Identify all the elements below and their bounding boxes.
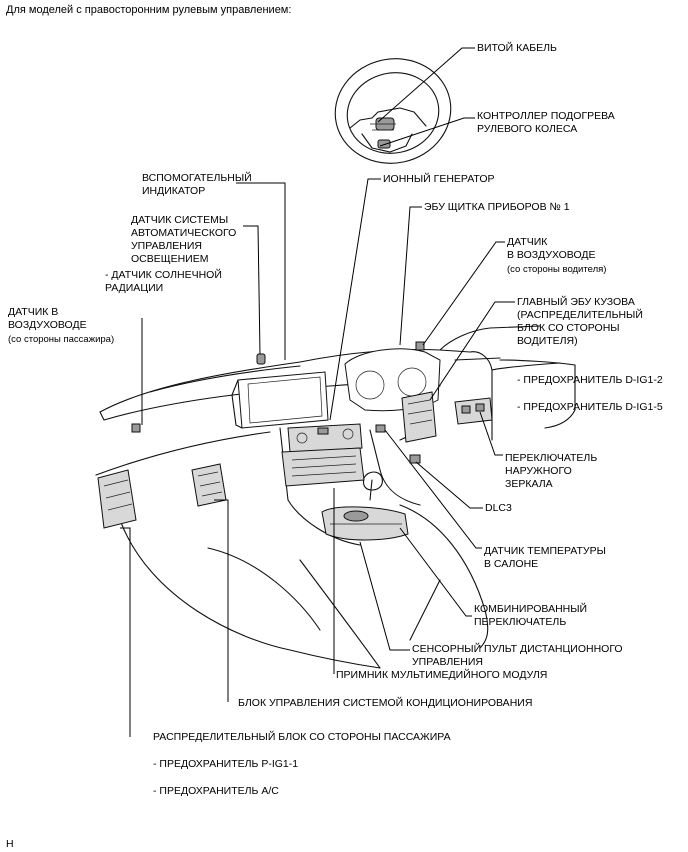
label-spiral-cable: ВИТОЙ КАБЕЛЬ	[477, 42, 557, 54]
passenger-junction-block	[97, 423, 141, 529]
driver-junction-block	[375, 391, 437, 443]
label-ac-control-unit: БЛОК УПРАВЛЕНИЯ СИСТЕМОЙ КОНДИЦИОНИРОВАН…	[238, 697, 533, 709]
label-fuse-dig1-5: - ПРЕДОХРАНИТЕЛЬ D-IG1-5	[517, 401, 663, 413]
label-touch-pad-1: СЕНСОРНЫЙ ПУЛЬТ ДИСТАНЦИОННОГО	[412, 643, 623, 655]
label-heater-controller-2: РУЛЕВОГО КОЛЕСА	[477, 123, 578, 135]
dashboard-body	[95, 325, 576, 669]
label-duct-sensor-driver-1: ДАТЧИК	[507, 236, 548, 248]
label-combination-switch-2: ПЕРЕКЛЮЧАТЕЛЬ	[474, 616, 567, 628]
label-body-ecu-4: ВОДИТЕЛЯ)	[517, 335, 578, 347]
label-fuse-dig1-2: - ПРЕДОХРАНИТЕЛЬ D-IG1-2	[517, 374, 663, 386]
label-body-ecu-1: ГЛАВНЫЙ ЭБУ КУЗОВА	[517, 296, 635, 308]
figure-code: H	[6, 838, 14, 850]
label-body-ecu-2: (РАСПРЕДЕЛИТЕЛЬНЫЙ	[517, 309, 643, 321]
touch-pad-console	[321, 506, 409, 541]
label-duct-sensor-driver-3: (со стороны водителя)	[507, 264, 607, 275]
label-mirror-switch-1: ПЕРЕКЛЮЧАТЕЛЬ	[505, 452, 598, 464]
label-fuse-pig1-1: - ПРЕДОХРАНИТЕЛЬ P-IG1-1	[153, 758, 299, 770]
page-title: Для моделей с правосторонним рулевым упр…	[6, 4, 292, 16]
label-meter-ecu: ЭБУ ЩИТКА ПРИБОРОВ № 1	[424, 201, 570, 213]
label-heater-controller-1: КОНТРОЛЛЕР ПОДОГРЕВА	[477, 110, 615, 122]
steering-wheel	[334, 58, 452, 164]
label-aux-indicator-1: ВСПОМОГАТЕЛЬНЫЙ	[142, 172, 252, 184]
label-solar-sensor-1: - ДАТЧИК СОЛНЕЧНОЙ	[105, 269, 222, 281]
label-duct-sensor-passenger-3: (со стороны пассажира)	[8, 334, 115, 345]
central-display	[231, 353, 329, 429]
mirror-switch	[454, 397, 493, 425]
center-stack	[281, 423, 365, 487]
label-duct-sensor-driver-2: В ВОЗДУХОВОДЕ	[507, 249, 596, 261]
label-ion-generator: ИОННЫЙ ГЕНЕРАТОР	[383, 173, 495, 185]
label-fuse-ac: - ПРЕДОХРАНИТЕЛЬ A/C	[153, 785, 279, 797]
dlc3-connector	[409, 454, 421, 464]
label-room-temp-sensor-1: ДАТЧИК ТЕМПЕРАТУРЫ	[484, 545, 606, 557]
label-dlc3: DLC3	[485, 502, 512, 514]
label-combination-switch-1: КОМБИНИРОВАННЫЙ	[474, 603, 588, 615]
label-duct-sensor-passenger-2: ВОЗДУХОВОДЕ	[8, 319, 87, 331]
label-passenger-junction-block: РАСПРЕДЕЛИТЕЛЬНЫЙ БЛОК СО СТОРОНЫ ПАССАЖ…	[153, 731, 451, 743]
label-mirror-switch-2: НАРУЖНОГО	[505, 465, 572, 477]
leader-lines	[120, 47, 515, 737]
label-mirror-switch-3: ЗЕРКАЛА	[505, 478, 553, 490]
label-solar-sensor-2: РАДИАЦИИ	[105, 282, 164, 294]
label-body-ecu-3: БЛОК СО СТОРОНЫ	[517, 322, 620, 334]
label-duct-sensor-passenger-1: ДАТЧИК В	[8, 306, 59, 318]
label-multimedia-receiver: ПРИМНИК МУЛЬТИМЕДИЙНОГО МОДУЛЯ	[336, 669, 548, 681]
label-aux-indicator-2: ИНДИКАТОР	[142, 185, 206, 197]
label-room-temp-sensor-2: В САЛОНЕ	[484, 558, 539, 570]
label-light-sensor-3: УПРАВЛЕНИЯ	[131, 240, 203, 252]
label-light-sensor-2: АВТОМАТИЧЕСКОГО	[131, 227, 237, 239]
label-light-sensor-4: ОСВЕЩЕНИЕМ	[131, 253, 209, 265]
label-light-sensor-1: ДАТЧИК СИСТЕМЫ	[131, 214, 229, 226]
label-touch-pad-2: УПРАВЛЕНИЯ	[412, 656, 484, 668]
